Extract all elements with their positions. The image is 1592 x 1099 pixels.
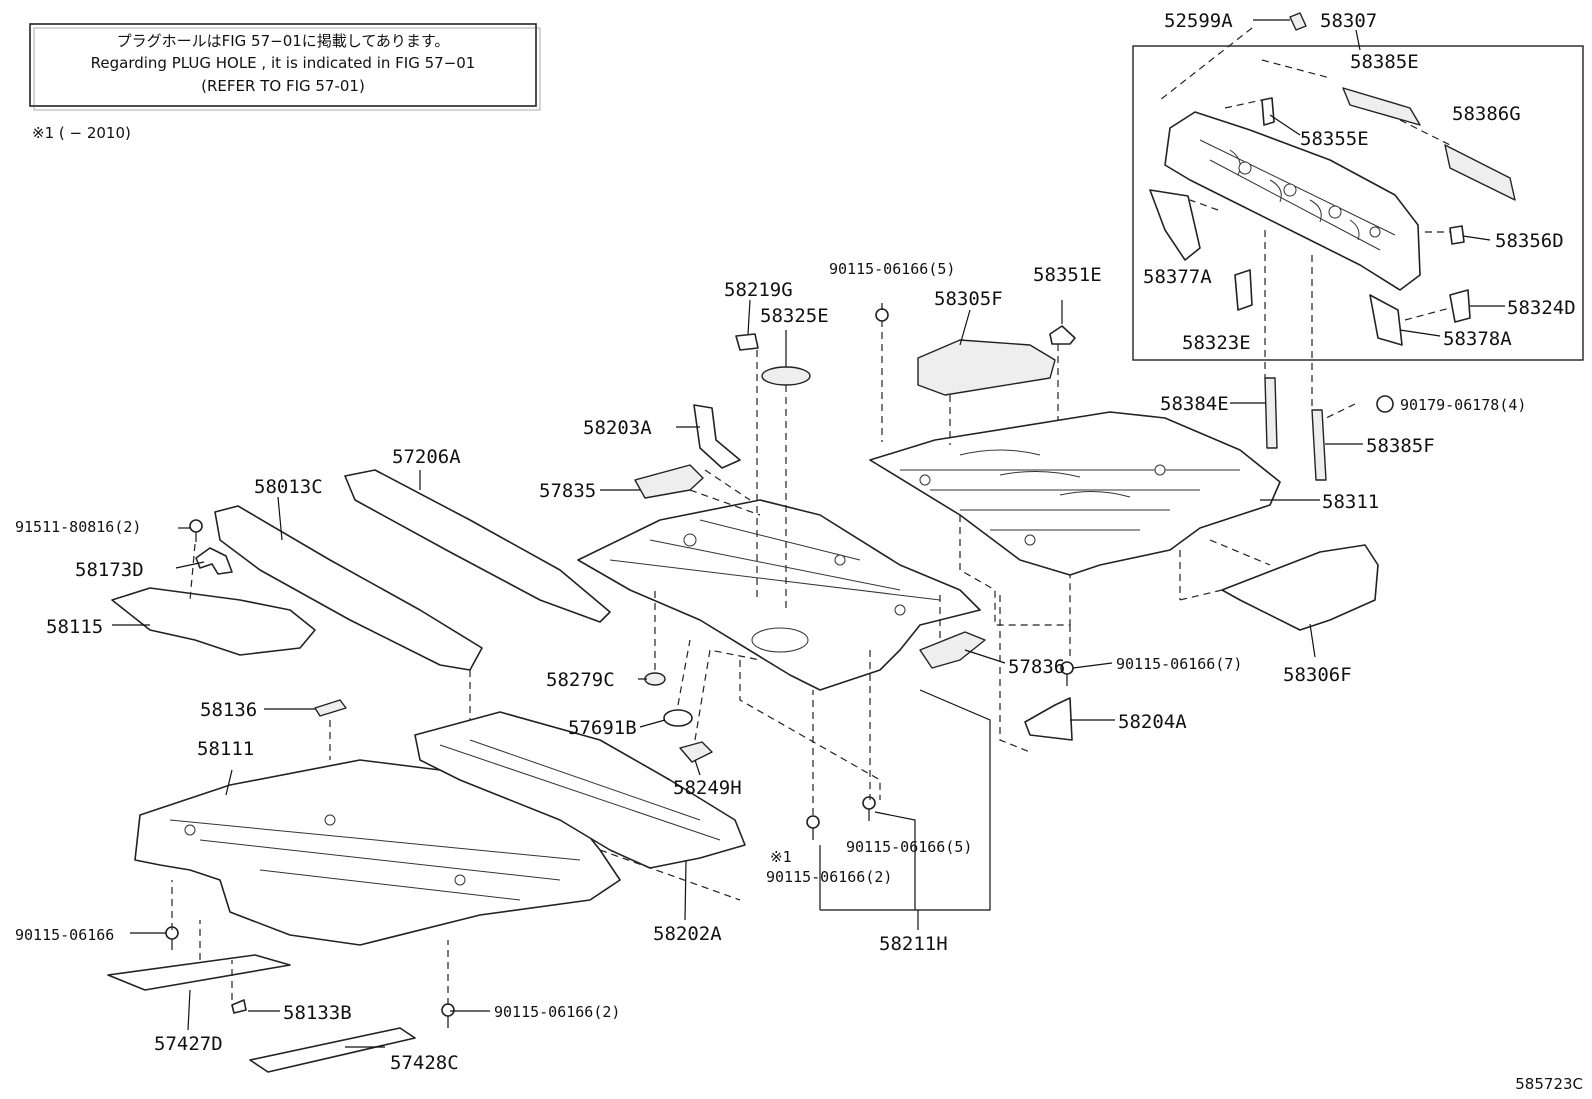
label-90179-06178: 90179-06178(4) [1400,396,1526,414]
part-57835 [634,464,704,499]
part-58385E [1342,87,1421,126]
part-58323E [1234,269,1253,311]
part-58136 [314,699,347,717]
part-91511-80816-bolt [189,519,203,542]
part-58279C [644,672,666,686]
part-57206A [344,469,611,623]
label-58013C: 58013C [254,476,323,498]
part-90179-06178-grommet [1376,395,1394,413]
label-58307: 58307 [1320,10,1377,32]
label-58378A: 58378A [1443,328,1512,350]
label-57427D: 57427D [154,1033,223,1055]
notice-line-1: プラグホールはFIG 57−01に掲載してあります。 [117,32,450,50]
label-58136: 58136 [200,699,257,721]
label-58306F: 58306F [1283,664,1352,686]
notice-line-2: Regarding PLUG HOLE , it is indicated in… [91,54,476,72]
label-58249H: 58249H [673,777,742,799]
part-58173D [195,547,233,575]
label-58324D: 58324D [1507,297,1576,319]
label-90115-06166: 90115-06166 [15,926,114,944]
label-57428C: 57428C [390,1052,459,1074]
part-58203A [693,404,741,469]
part-58219G [735,333,759,351]
part-58311-rear-floor [869,411,1281,576]
part-58324D [1449,289,1471,323]
label-58173D: 58173D [75,559,144,581]
label-58311: 58311 [1322,491,1379,513]
part-57836 [919,631,986,669]
label-58115: 58115 [46,616,103,638]
label-58384E: 58384E [1160,393,1229,415]
part-58211H-center-floor [577,499,981,691]
part-57428C [249,1027,416,1073]
part-52599A [1289,12,1307,31]
label-58323E: 58323E [1182,332,1251,354]
label-90115-06166-5: 90115-06166(5) [846,838,972,856]
alignment-dashed-lines [171,27,1451,1005]
label-58111: 58111 [197,738,254,760]
label-57835: 57835 [539,480,596,502]
part-58111-front-floor [134,759,621,946]
label-58385F: 58385F [1366,435,1435,457]
part-58386G [1444,144,1516,201]
label-58203A: 58203A [583,417,652,439]
label-58325E: 58325E [760,305,829,327]
label-90115-06166-5-top: 90115-06166(5) [829,260,955,278]
label-58377A: 58377A [1143,266,1212,288]
part-58355E [1261,97,1275,126]
part-57691B [663,709,693,727]
label-58279C: 58279C [546,669,615,691]
footnote: ※1 ( − 2010) [32,124,131,142]
plug-hole-notice: プラグホールはFIG 57−01に掲載してあります。 Regarding PLU… [29,23,541,111]
rear-panel-detail-box [1132,45,1584,361]
label-58351E: 58351E [1033,264,1102,286]
part-58356D [1449,225,1465,245]
part-58202A-front-floor-insulator [414,711,746,869]
part-58351E [1049,325,1076,345]
label-58386G: 58386G [1452,103,1521,125]
part-58305F [917,339,1056,396]
label-52599A: 52599A [1164,10,1233,32]
part-58378A [1369,294,1403,346]
part-58204A [1024,697,1073,741]
label-58204A: 58204A [1118,711,1187,733]
label-58133B: 58133B [283,1002,352,1024]
part-58133B [231,999,247,1014]
label-90115-06166-7: 90115-06166(7) [1116,655,1242,673]
part-58306F [1221,544,1379,631]
label-57206A: 57206A [392,446,461,468]
part-labels: 52599A 58307 58385E 58386G 58355E 58356D… [15,10,1576,1074]
part-58249H [679,741,713,763]
part-58115 [111,587,316,656]
label-58356D: 58356D [1495,230,1564,252]
label-58355E: 58355E [1300,128,1369,150]
label-91511-80816: 91511-80816(2) [15,518,141,536]
part-58384E [1264,377,1278,449]
label-57691B: 57691B [568,717,637,739]
part-58307-rear-panel [1164,111,1421,291]
label-90115-06166-2-bottom: 90115-06166(2) [494,1003,620,1021]
figure-code: 585723C [1515,1075,1583,1093]
part-58325E [761,366,811,386]
label-90115-06166-2-center: 90115-06166(2) [766,868,892,886]
part-57427D [107,954,291,991]
label-58202A: 58202A [653,923,722,945]
leader-lines [112,19,1505,1048]
label-57836: 57836 [1008,656,1065,678]
part-58385F [1311,409,1327,481]
label-58219G: 58219G [724,279,793,301]
part-90115-06166-bolts [165,303,1074,1028]
part-58377A [1149,189,1201,261]
label-58211H: 58211H [879,933,948,955]
label-58305F: 58305F [934,288,1003,310]
notice-line-3: (REFER TO FIG 57-01) [201,77,365,95]
label-58385E: 58385E [1350,51,1419,73]
label-mark-1: ※1 [770,848,792,866]
